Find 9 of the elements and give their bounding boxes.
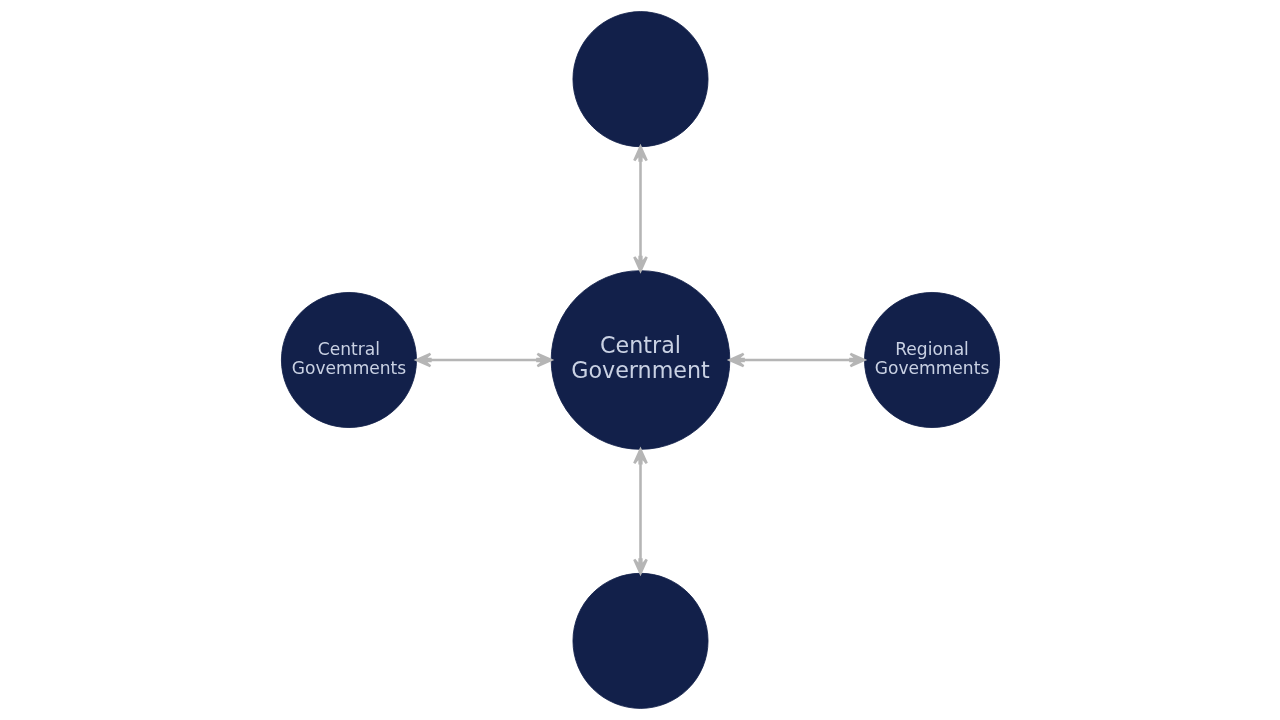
node-circle — [572, 11, 708, 148]
node-circle — [572, 572, 708, 709]
node-circle: Central Govemments — [280, 292, 417, 428]
arrow — [632, 145, 648, 272]
arrow — [728, 352, 865, 368]
node-circle: Central Government — [550, 270, 730, 450]
arrow — [414, 352, 552, 368]
arrow — [632, 448, 648, 575]
node-circle: Regional Govemments — [863, 292, 1000, 428]
